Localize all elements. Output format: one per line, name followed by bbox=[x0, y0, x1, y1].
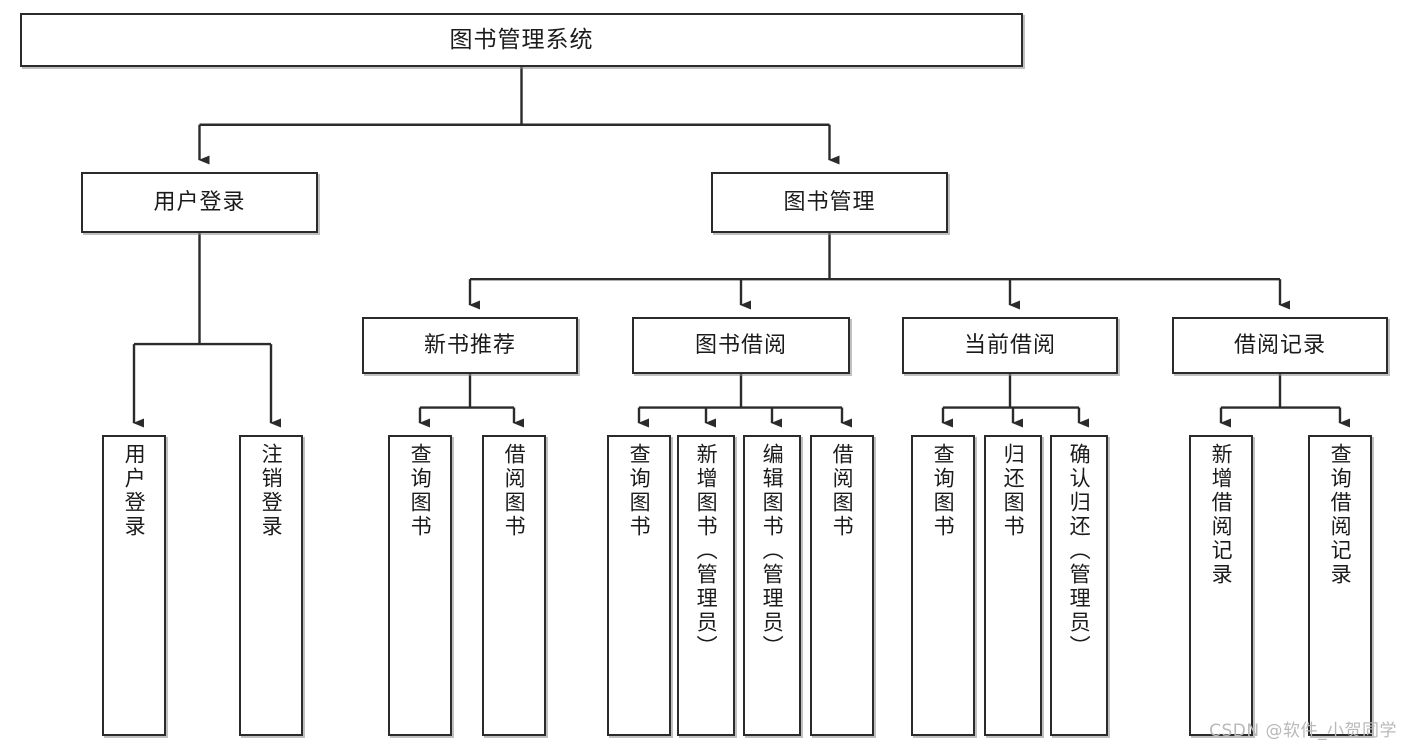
node-leaf-edit-book[interactable]: 编辑图书（管理员） bbox=[743, 435, 801, 736]
node-label: 当前借阅 bbox=[963, 332, 1056, 358]
node-new-book-recommend[interactable]: 新书推荐 bbox=[362, 317, 578, 374]
node-label: 查询图书 bbox=[627, 443, 652, 539]
node-user-login[interactable]: 用户登录 bbox=[81, 172, 318, 233]
node-root[interactable]: 图书管理系统 bbox=[20, 13, 1023, 67]
edge-trunk bbox=[1221, 374, 1340, 409]
node-label: 归还图书 bbox=[1001, 443, 1026, 539]
node-label: 注销登录 bbox=[259, 443, 284, 539]
node-leaf-add-book[interactable]: 新增图书（管理员） bbox=[677, 435, 735, 736]
node-leaf-confirm-return[interactable]: 确认归还（管理员） bbox=[1050, 435, 1108, 736]
node-label: 图书管理 bbox=[783, 189, 876, 215]
csdn-watermark: CSDN @软件_小贺同学 bbox=[1209, 721, 1397, 741]
node-book-manage[interactable]: 图书管理 bbox=[711, 172, 948, 233]
node-leaf-query-book-1[interactable]: 查询图书 bbox=[388, 435, 452, 736]
node-book-borrow[interactable]: 图书借阅 bbox=[632, 317, 850, 374]
node-leaf-user-login[interactable]: 用户登录 bbox=[102, 435, 166, 736]
node-label: 借阅记录 bbox=[1233, 332, 1326, 358]
node-current-borrow[interactable]: 当前借阅 bbox=[902, 317, 1118, 374]
node-label: 图书借阅 bbox=[694, 332, 787, 358]
node-label: 查询图书 bbox=[931, 443, 956, 539]
node-label: 新增图书（管理员） bbox=[694, 443, 719, 659]
edge-trunk bbox=[199, 67, 830, 126]
node-leaf-query-book-3[interactable]: 查询图书 bbox=[911, 435, 975, 736]
node-label: 确认归还（管理员） bbox=[1067, 443, 1092, 659]
node-leaf-borrow-book-2[interactable]: 借阅图书 bbox=[810, 435, 874, 736]
edge-trunk bbox=[470, 233, 1280, 281]
node-label: 查询图书 bbox=[408, 443, 433, 539]
edge-trunk bbox=[420, 374, 514, 409]
node-label: 新增借阅记录 bbox=[1209, 443, 1234, 587]
edge-trunk bbox=[134, 233, 271, 346]
node-leaf-query-record[interactable]: 查询借阅记录 bbox=[1308, 435, 1372, 736]
node-label: 编辑图书（管理员） bbox=[760, 443, 785, 659]
node-leaf-query-book-2[interactable]: 查询图书 bbox=[607, 435, 671, 736]
node-label: 借阅图书 bbox=[502, 443, 527, 539]
node-label: 用户登录 bbox=[153, 189, 246, 215]
node-leaf-add-record[interactable]: 新增借阅记录 bbox=[1189, 435, 1253, 736]
node-label: 查询借阅记录 bbox=[1328, 443, 1353, 587]
node-leaf-return-book[interactable]: 归还图书 bbox=[984, 435, 1042, 736]
node-label: 图书管理系统 bbox=[449, 26, 594, 53]
edge-trunk bbox=[639, 374, 842, 409]
edge-trunk bbox=[943, 374, 1079, 409]
node-borrow-record[interactable]: 借阅记录 bbox=[1172, 317, 1388, 374]
node-leaf-logout[interactable]: 注销登录 bbox=[239, 435, 303, 736]
node-leaf-borrow-book-1[interactable]: 借阅图书 bbox=[482, 435, 546, 736]
node-label: 借阅图书 bbox=[830, 443, 855, 539]
node-label: 新书推荐 bbox=[423, 332, 516, 358]
node-label: 用户登录 bbox=[122, 443, 147, 539]
